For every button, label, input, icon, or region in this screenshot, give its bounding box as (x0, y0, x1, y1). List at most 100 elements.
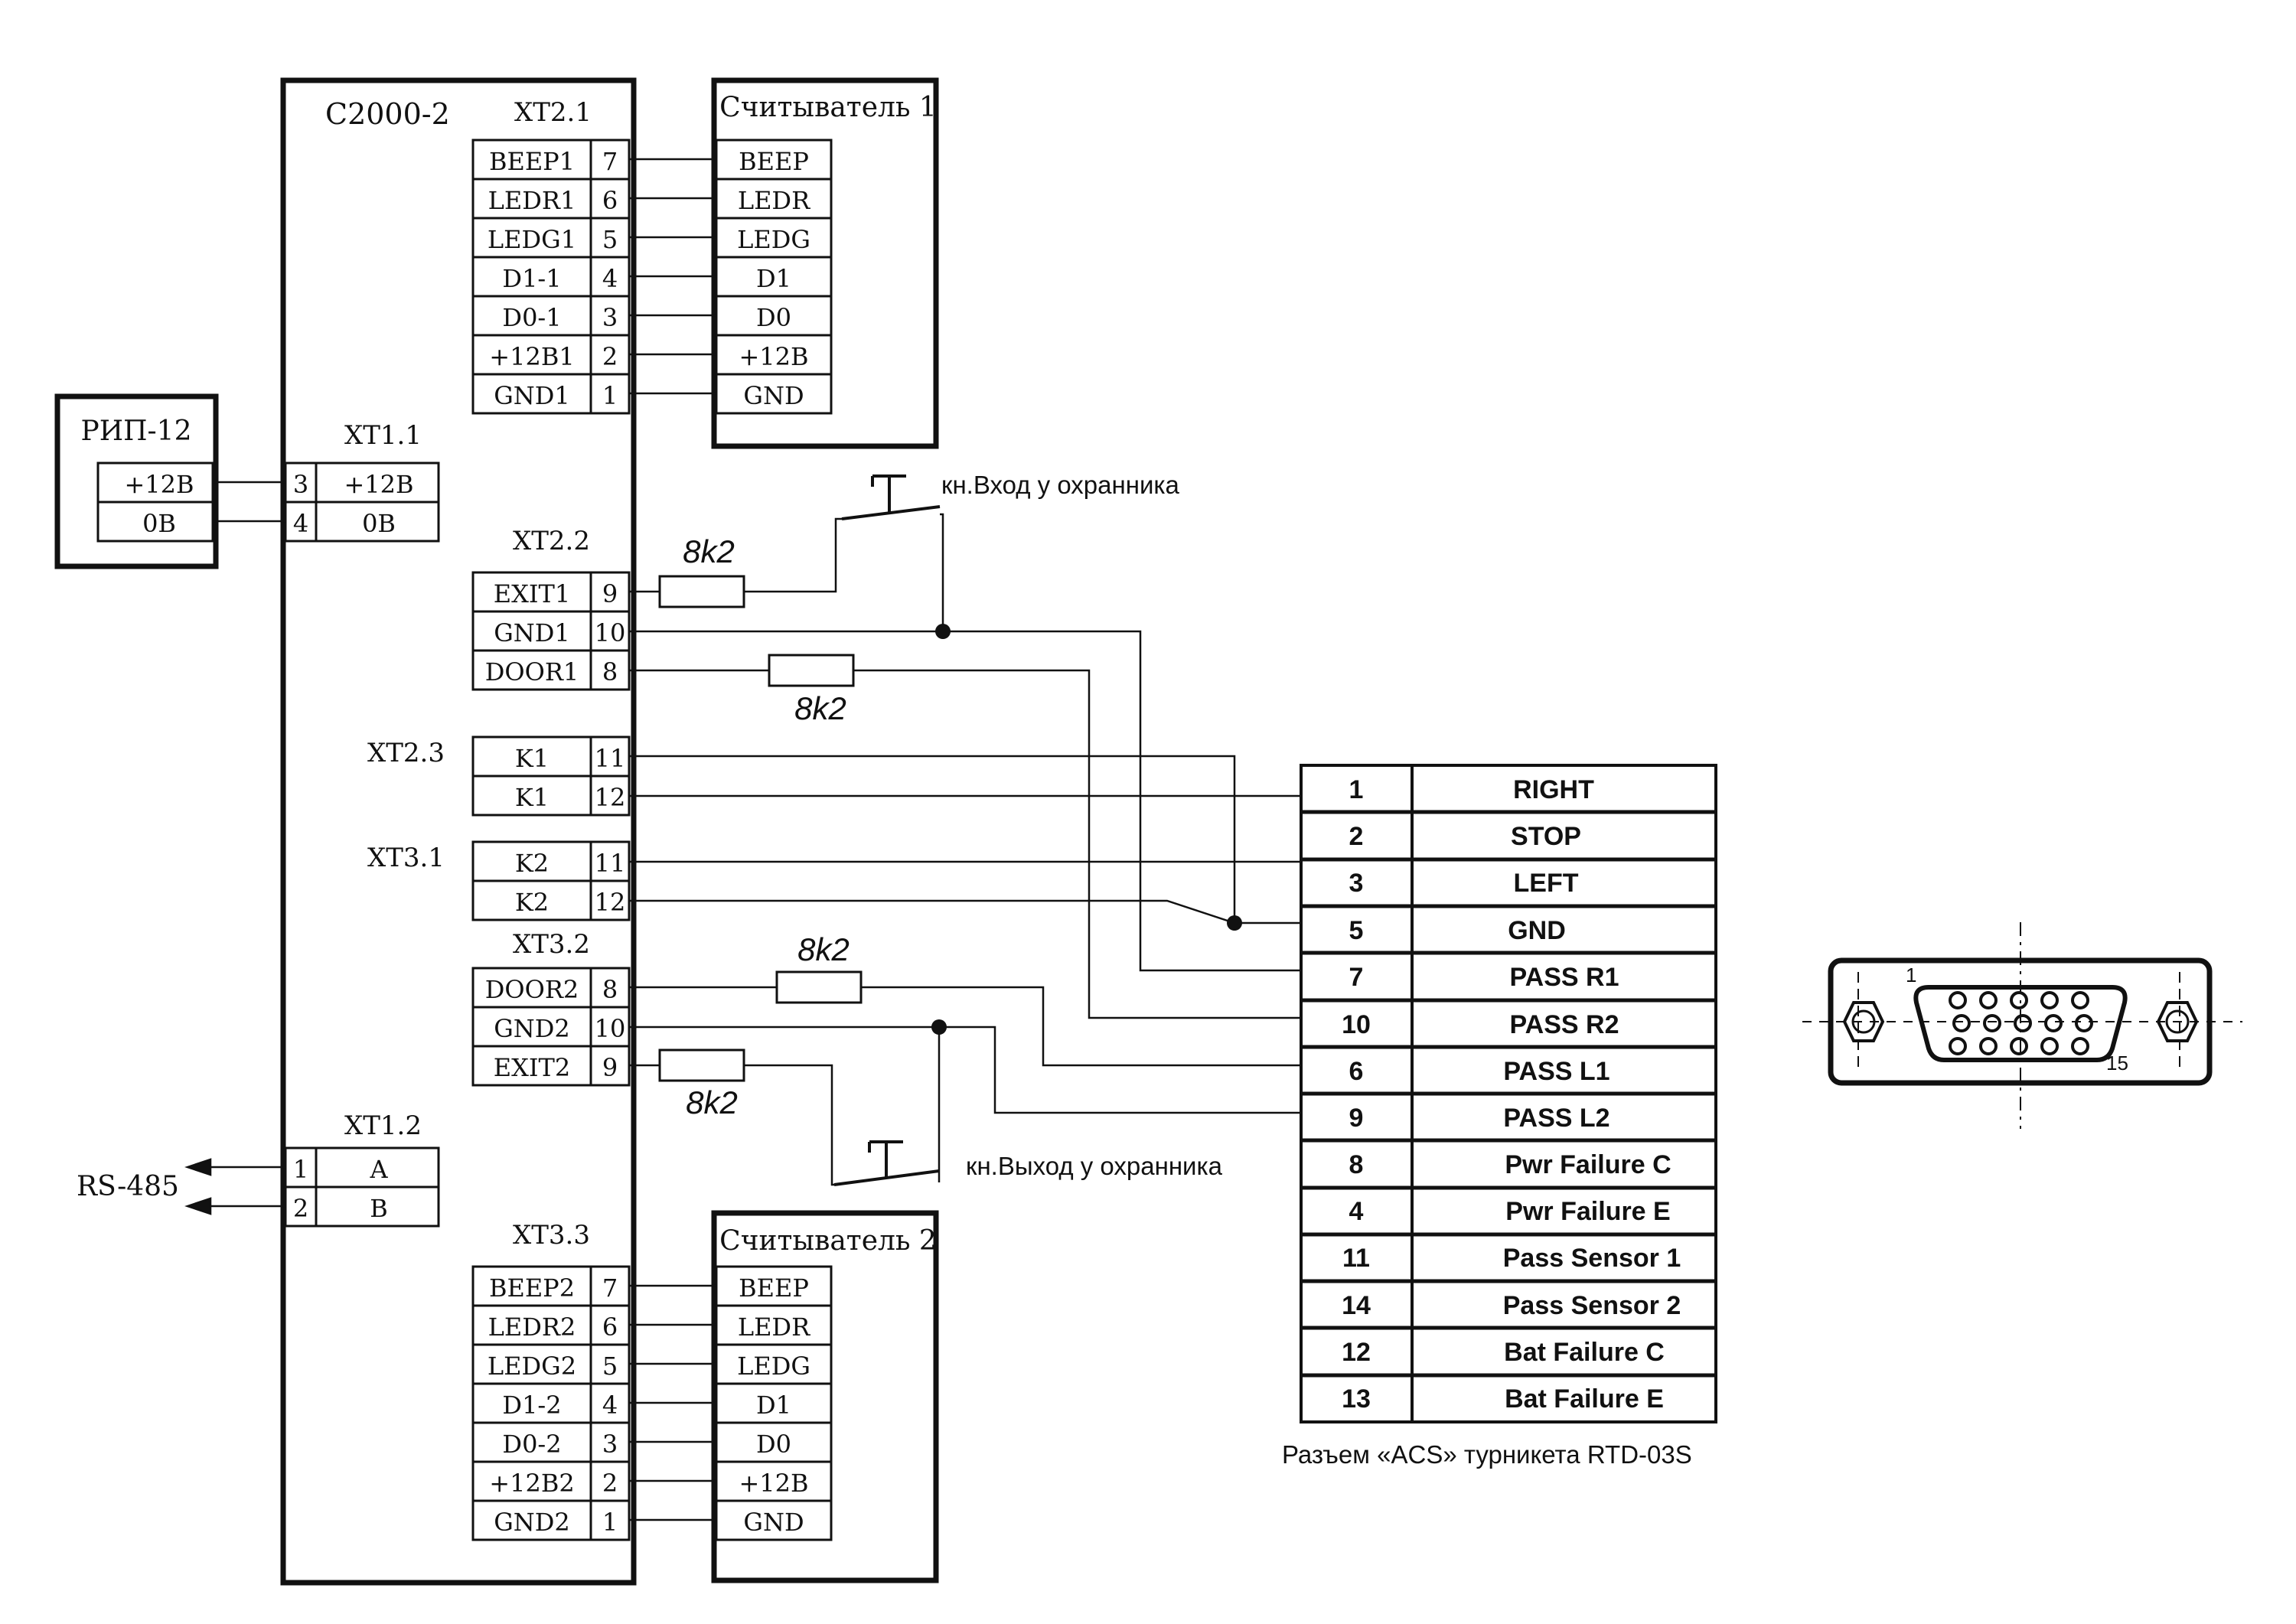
acs-pin-number: 9 (1349, 1104, 1364, 1133)
xt3-1-signal-1: K2 (515, 849, 549, 878)
acs-pin-number: 12 (1342, 1338, 1371, 1367)
resistor (775, 970, 863, 1004)
power-wires (213, 481, 285, 523)
reader-2-row-3: LEDG (737, 1352, 810, 1381)
turnstile-pin-rows: 1 RIGHT 2 STOP 3 LEFT 5 GND 7 PASS R1 10… (1342, 775, 1681, 1414)
acs-pin-number: 5 (1349, 916, 1364, 945)
terminal-block-xt2-3 (471, 735, 631, 817)
xt2-2-signal-2: GND1 (494, 618, 570, 647)
block-label-xt3-1: XT3.1 (367, 843, 445, 873)
reader-1-frame (711, 77, 939, 449)
xt2-3-pin-2: 12 (595, 783, 626, 812)
rs485-label: RS-485 (77, 1171, 179, 1202)
acs-pin-name: PASS L1 (1503, 1057, 1609, 1086)
acs-pin-name: Pwr Failure C (1505, 1150, 1671, 1179)
resistor-label: 8k2 (683, 533, 735, 569)
xt1-1-pin-2: 4 (293, 509, 308, 538)
reader-1-row-1: BEEP (739, 147, 809, 176)
xt2-1-pin-6: 2 (602, 342, 618, 371)
junction-dot (1227, 915, 1242, 931)
xt2-1-signal-7: GND1 (494, 381, 570, 410)
exit-button-label: кн.Выход у охранника (966, 1152, 1223, 1180)
xt3-3-pin-3: 5 (602, 1352, 618, 1381)
xt3-3-signal-7: GND2 (494, 1508, 570, 1537)
exit-button-icon (833, 1140, 940, 1186)
xt2-1-pin-4: 4 (602, 264, 618, 293)
rs485-lines (184, 1158, 285, 1215)
terminal-block-xt3-1 (471, 840, 631, 921)
xt3-1-pin-2: 12 (595, 888, 626, 917)
block-label-xt2-1: XT2.1 (514, 97, 592, 128)
acs-pin-number: 14 (1342, 1291, 1371, 1320)
reader-1-row-6: +12В (739, 342, 808, 371)
entry-button-icon (841, 474, 941, 520)
acs-pin-name: PASS R2 (1510, 1010, 1619, 1039)
db15-pin-last-label: 15 (2106, 1052, 2128, 1075)
entry-button-label: кн.Вход у охранника (941, 471, 1180, 499)
acs-pin-name: Pwr Failure E (1505, 1197, 1670, 1226)
acs-pin-number: 3 (1349, 869, 1364, 898)
acs-pin-number: 4 (1349, 1197, 1364, 1226)
control-wires (629, 513, 1301, 1186)
acs-pin-name: PASS L2 (1503, 1104, 1609, 1133)
reader-2-row-6: +12В (739, 1469, 808, 1498)
acs-pin-name: STOP (1511, 822, 1581, 851)
acs-pin-name: Bat Failure C (1504, 1338, 1665, 1367)
resistor-label: 8k2 (686, 1084, 738, 1120)
acs-pin-number: 6 (1349, 1057, 1364, 1086)
acs-pin-name: GND (1508, 916, 1566, 945)
xt3-2-signal-1: DOOR2 (485, 975, 579, 1004)
resistor (658, 575, 745, 608)
xt2-1-pin-3: 5 (602, 225, 618, 254)
acs-pin-name: PASS R1 (1510, 963, 1619, 992)
xt3-3-signal-4: D1-2 (502, 1391, 561, 1420)
xt2-2-pin-1: 9 (602, 579, 618, 608)
terminal-block-xt1-1 (284, 461, 440, 543)
acs-pin-number: 13 (1342, 1384, 1371, 1414)
xt3-3-signal-3: LEDG2 (488, 1352, 576, 1381)
controller-title: С2000-2 (325, 97, 450, 131)
acs-pin-number: 10 (1342, 1010, 1371, 1039)
xt2-1-pin-2: 6 (602, 186, 618, 215)
acs-pin-name: Pass Sensor 2 (1503, 1291, 1681, 1320)
xt2-2-pin-2: 10 (595, 618, 626, 647)
acs-pin-name: Bat Failure E (1505, 1384, 1664, 1414)
acs-pin-name: Pass Sensor 1 (1503, 1244, 1681, 1273)
acs-pin-name: RIGHT (1513, 775, 1594, 804)
xt2-1-signal-2: LEDR1 (488, 186, 576, 215)
reader-1-row-5: D0 (756, 303, 791, 332)
db15-pin-first-label: 1 (1906, 964, 1916, 986)
block-label-xt1-1: XT1.1 (344, 420, 422, 451)
acs-pin-number: 1 (1349, 775, 1364, 804)
reader-2-title: Считыватель 2 (719, 1225, 937, 1257)
db15-connector-icon (1802, 922, 2242, 1129)
xt2-2-pin-3: 8 (602, 657, 618, 686)
xt3-2-pin-3: 9 (602, 1053, 618, 1082)
resistor (768, 654, 855, 687)
reader-1-row-4: D1 (756, 264, 791, 293)
xt3-2-signal-2: GND2 (494, 1014, 570, 1043)
xt2-1-signal-3: LEDG1 (488, 225, 576, 254)
xt3-1-signal-2: K2 (515, 888, 549, 917)
xt1-2-pin-1: 1 (293, 1155, 308, 1184)
power-supply-row-2: 0В (142, 509, 176, 538)
turnstile-pin-table (1300, 764, 1717, 1423)
block-label-xt2-3: XT2.3 (367, 738, 445, 768)
reader-2-frame (711, 1210, 939, 1583)
xt3-3-pin-6: 2 (602, 1469, 618, 1498)
xt1-2-signal-2: B (370, 1194, 388, 1223)
xt2-3-signal-2: K1 (515, 783, 549, 812)
reader-2-row-1: BEEP (739, 1273, 809, 1303)
xt1-1-signal-1: +12В (344, 470, 413, 499)
block-label-xt1-2: XT1.2 (344, 1110, 422, 1141)
reader-2-row-4: D1 (756, 1391, 791, 1420)
resistor-label: 8k2 (794, 690, 846, 726)
acs-pin-number: 11 (1342, 1244, 1370, 1273)
reader-2-row-5: D0 (756, 1430, 791, 1459)
xt3-3-signal-6: +12В2 (489, 1469, 574, 1498)
junction-dot (931, 1019, 947, 1035)
reader-2-row-2: LEDR (738, 1313, 810, 1342)
reader-1-row-2: LEDR (738, 186, 810, 215)
xt3-3-pin-4: 4 (602, 1391, 618, 1420)
